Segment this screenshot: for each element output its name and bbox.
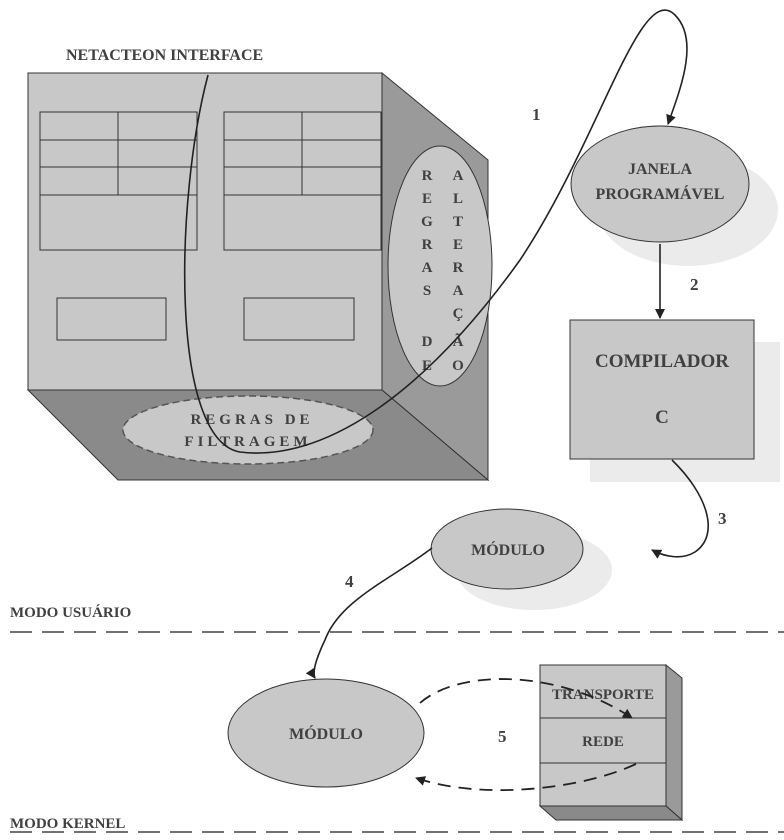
transporte-label: TRANSPORTE bbox=[552, 687, 654, 703]
janela-programavel: JANELA PROGRAMÁVEL bbox=[570, 125, 778, 266]
svg-text:A: A bbox=[422, 260, 433, 276]
stack-side bbox=[665, 663, 683, 822]
left-panel bbox=[56, 297, 167, 341]
arrow-5-top bbox=[419, 678, 633, 719]
regras-de-label: REGRAS DE bbox=[190, 412, 313, 428]
network-stack: TRANSPORTE REDE bbox=[538, 663, 684, 822]
modulo-user: MÓDULO bbox=[430, 508, 612, 610]
stack-front bbox=[539, 664, 667, 807]
arrow-4 bbox=[305, 547, 433, 679]
netacteon-title: NETACTEON INTERFACE bbox=[66, 47, 263, 64]
netacteon-interface-box: R E G R A S D E A L T E R A Ç Ã O REGRAS… bbox=[26, 71, 493, 482]
modo-kernel-label: MODO KERNEL bbox=[10, 816, 125, 832]
svg-text:R: R bbox=[422, 168, 433, 184]
arrow-1 bbox=[183, 9, 688, 454]
svg-text:R: R bbox=[453, 260, 464, 276]
step-4: 4 bbox=[345, 572, 354, 591]
modulo-kernel-ellipse bbox=[227, 678, 425, 788]
svg-text:A: A bbox=[453, 168, 464, 184]
arrow-5-bottom bbox=[415, 763, 637, 791]
svg-text:Ç: Ç bbox=[453, 306, 464, 322]
right-panel bbox=[243, 297, 355, 341]
svg-text:G: G bbox=[421, 214, 433, 230]
svg-text:E: E bbox=[422, 191, 432, 207]
modulo-kernel: MÓDULO bbox=[227, 678, 425, 788]
svg-text:Ã: Ã bbox=[453, 332, 464, 350]
left-window-grid bbox=[39, 111, 198, 251]
regras-alteracao-ellipse bbox=[387, 145, 493, 387]
regras-filtragem-ellipse bbox=[122, 395, 374, 465]
svg-text:E: E bbox=[453, 237, 463, 253]
svg-text:T: T bbox=[453, 214, 463, 230]
step-3: 3 bbox=[718, 509, 727, 528]
janela-ellipse bbox=[570, 125, 750, 243]
alteracao-col-2: A L T E R A Ç Ã O bbox=[452, 168, 464, 374]
compilador-line1: COMPILADOR bbox=[595, 351, 729, 372]
step-1: 1 bbox=[532, 105, 541, 124]
modo-usuario-label: MODO USUÁRIO bbox=[10, 604, 131, 621]
svg-text:A: A bbox=[453, 283, 464, 299]
compilador-rect bbox=[569, 319, 755, 460]
svg-text:E: E bbox=[422, 358, 432, 374]
svg-text:D: D bbox=[422, 334, 433, 350]
rede-label: REDE bbox=[582, 734, 624, 750]
janela-line1: JANELA bbox=[628, 161, 692, 178]
janela-line2: PROGRAMÁVEL bbox=[596, 184, 725, 203]
compilador-line2: C bbox=[655, 407, 669, 428]
modulo-kernel-label: MÓDULO bbox=[289, 724, 363, 743]
right-window-grid bbox=[223, 111, 382, 251]
filtragem-label: FILTRAGEM bbox=[184, 434, 311, 450]
svg-text:R: R bbox=[422, 237, 433, 253]
regras-col-1: R E G R A S D E bbox=[421, 168, 433, 374]
stack-bottom bbox=[538, 805, 684, 821]
step-2: 2 bbox=[690, 275, 699, 294]
modulo-user-label: MÓDULO bbox=[471, 540, 545, 559]
step-5: 5 bbox=[498, 727, 507, 746]
svg-text:S: S bbox=[423, 283, 431, 299]
svg-text:L: L bbox=[453, 191, 463, 207]
arrow-3 bbox=[651, 459, 709, 559]
compilador-box: COMPILADOR C bbox=[569, 319, 780, 482]
svg-text:O: O bbox=[452, 358, 464, 374]
